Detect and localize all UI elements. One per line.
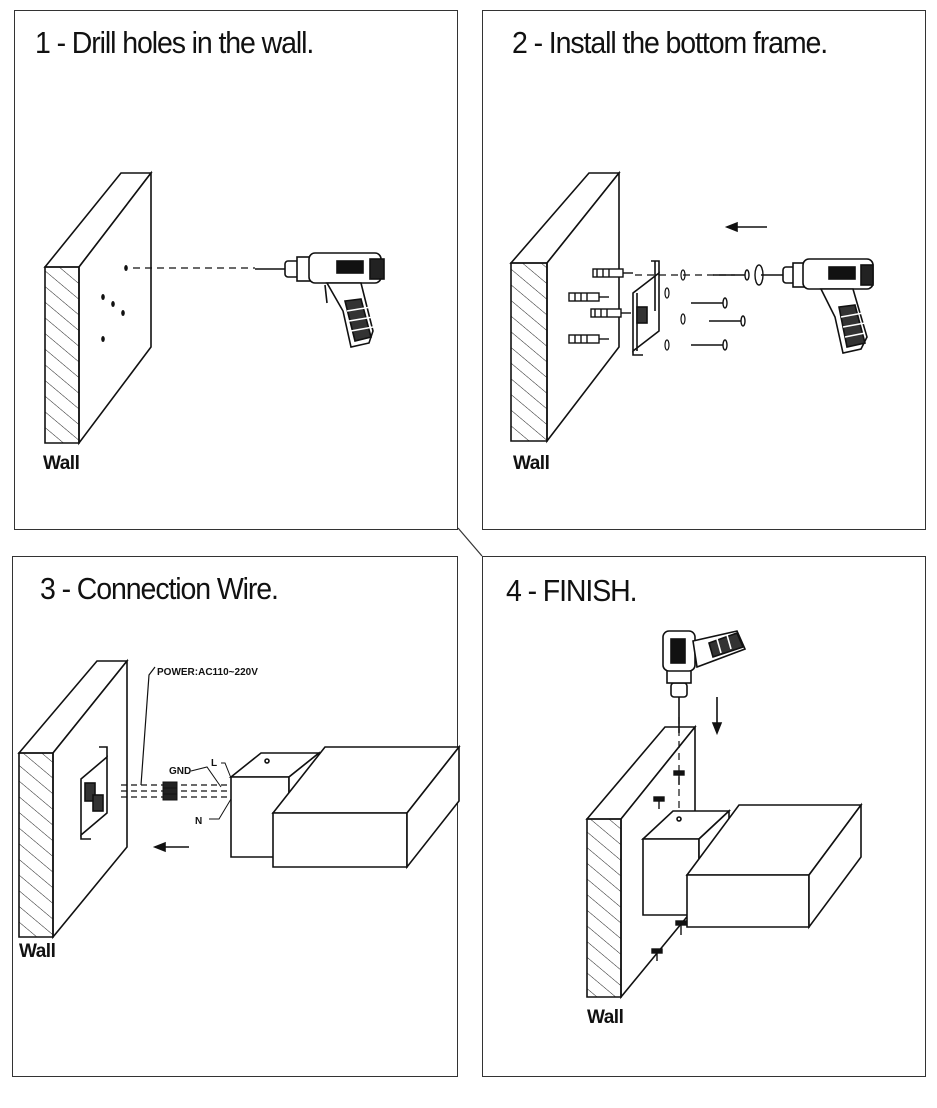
screws (651, 770, 687, 961)
screws (691, 264, 764, 351)
power-label: POWER:AC110~220V (157, 667, 258, 678)
gnd-label: GND (169, 766, 191, 777)
step-1-title: 1 - Drill holes in the wall. (35, 25, 314, 60)
wall-slab (17, 658, 129, 940)
mounted-frame-bracket (80, 746, 108, 840)
step-2-illustration (509, 170, 874, 444)
washers (664, 269, 686, 351)
step-3-panel: 3 - Connection Wire. (12, 556, 461, 1077)
drill-icon (255, 252, 385, 348)
direction-arrow-left (152, 841, 189, 853)
step-2-title: 2 - Install the bottom frame. (512, 25, 828, 60)
wall-anchors (568, 268, 633, 344)
wall-slab (509, 170, 621, 444)
direction-arrow-left (724, 221, 767, 233)
step-4-title: 4 - FINISH. (506, 573, 638, 608)
wall-label: Wall (587, 1007, 624, 1028)
step-3-title: 3 - Connection Wire. (40, 571, 279, 606)
n-label: N (195, 816, 202, 827)
step-1-panel: 1 - Drill holes in the wall. (14, 10, 458, 530)
light-housing-box (228, 744, 461, 870)
wall-label: Wall (513, 453, 550, 474)
power-wires (121, 666, 235, 798)
drill-icon (761, 258, 874, 354)
wall-slab (43, 170, 153, 446)
wall-label: Wall (19, 941, 56, 962)
drill-icon (662, 630, 747, 733)
terminal-connectors (162, 781, 178, 801)
l-label: L (211, 758, 217, 769)
light-housing-box (640, 802, 863, 930)
step-1-illustration (43, 170, 385, 446)
bottom-frame-bracket (632, 260, 660, 356)
direction-arrow-down (711, 697, 723, 736)
drill-holes (101, 265, 128, 342)
step-2-panel: 2 - Install the bottom frame. (482, 10, 926, 530)
step-4-panel: 4 - FINISH. (482, 556, 926, 1077)
wall-label: Wall (43, 453, 80, 474)
step-4-illustration (585, 630, 863, 1000)
step-3-illustration: POWER:AC110~220V GND L N (17, 658, 461, 940)
